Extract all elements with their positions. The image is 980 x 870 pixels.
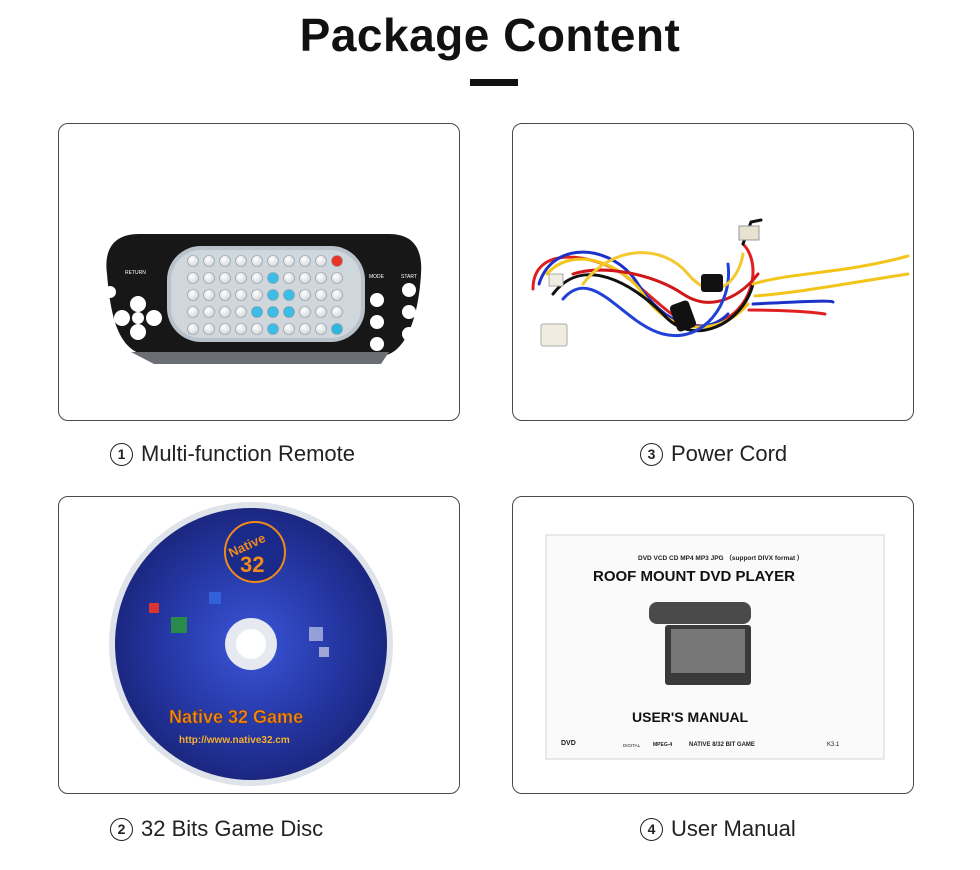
keypad-key: [299, 289, 311, 301]
caption-label: Power Cord: [671, 441, 788, 466]
keypad-key: [203, 255, 215, 267]
manual-image-card: DVD VCD CD MP4 MP3 JPG （support DIVX for…: [512, 496, 914, 794]
keypad-key: [251, 255, 263, 267]
manual-formats: DVD VCD CD MP4 MP3 JPG （support DIVX for…: [638, 554, 803, 562]
keypad-key: [315, 255, 327, 267]
keypad-key: [331, 255, 343, 267]
keypad-key: [331, 306, 343, 318]
keypad-key: [203, 289, 215, 301]
keypad-key: [315, 289, 327, 301]
disc-image-card: Native 32 Native 32 Game http://www.nati…: [58, 496, 460, 794]
keypad-key: [283, 272, 295, 284]
keypad-key: [283, 289, 295, 301]
dpad-left: [114, 310, 130, 326]
keypad-key: [219, 306, 231, 318]
keypad-key: [267, 306, 279, 318]
keypad-key: [315, 323, 327, 335]
manual-model: K3.1: [827, 742, 840, 748]
keypad-key: [187, 272, 199, 284]
keypad-key: [267, 255, 279, 267]
footer-game: NATIVE 8/32 BIT GAME: [689, 742, 755, 748]
keypad-key: [299, 306, 311, 318]
remote-image-card: RETURN MODE START: [58, 123, 460, 421]
disc-illustration: Native 32 Native 32 Game http://www.nati…: [109, 502, 393, 786]
page-title: Package Content: [299, 9, 681, 61]
keypad-key: [187, 289, 199, 301]
keypad-key: [331, 323, 343, 335]
power-cord-illustration: [531, 218, 910, 347]
keypad-key: [283, 306, 295, 318]
keypad-key: [203, 272, 215, 284]
keypad-key: [187, 255, 199, 267]
disc-title: Native 32 Game: [169, 707, 303, 727]
keypad-key: [219, 323, 231, 335]
caption-number: 1: [110, 442, 133, 466]
keypad-key: [219, 289, 231, 301]
keypad-key: [267, 289, 279, 301]
keypad-key: [203, 323, 215, 335]
keypad-key: [251, 306, 263, 318]
keypad-key: [219, 255, 231, 267]
manual-subheading: USER'S MANUAL: [632, 709, 749, 725]
disc-url: http://www.native32.cm: [179, 735, 290, 746]
caption-label: 32 Bits Game Disc: [141, 816, 324, 841]
keypad-key: [235, 272, 247, 284]
manual-heading: ROOF MOUNT DVD PLAYER: [593, 568, 795, 585]
keypad-key: [283, 255, 295, 267]
keypad-key: [235, 323, 247, 335]
caption-label: Multi-function Remote: [141, 441, 355, 466]
keypad-key: [219, 272, 231, 284]
keypad-key: [235, 255, 247, 267]
mode-label: MODE: [369, 274, 385, 280]
remote-illustration: RETURN MODE START: [104, 234, 431, 364]
title-underline: [470, 79, 518, 86]
keypad-key: [299, 323, 311, 335]
dpad-down: [130, 324, 146, 340]
keypad-key: [203, 306, 215, 318]
caption-number: 4: [640, 817, 663, 841]
caption-remote: 1 Multi-function Remote: [110, 441, 355, 467]
keypad-key: [283, 323, 295, 335]
footer-logo-digital: DIGITAL: [623, 743, 641, 748]
keypad-key: [251, 272, 263, 284]
keypad-key: [187, 306, 199, 318]
return-label: RETURN: [125, 270, 146, 276]
keypad-key: [331, 289, 343, 301]
caption-number: 2: [110, 817, 133, 841]
keypad-key: [251, 289, 263, 301]
keypad-key: [331, 272, 343, 284]
caption-disc: 2 32 Bits Game Disc: [110, 816, 323, 842]
start-label: START: [401, 274, 417, 280]
dpad-up: [130, 296, 146, 312]
caption-label: User Manual: [671, 816, 796, 841]
keypad-key: [267, 323, 279, 335]
dpad-right: [146, 310, 162, 326]
keypad-key: [315, 272, 327, 284]
caption-power-cord: 3 Power Cord: [640, 441, 787, 467]
keypad-key: [299, 272, 311, 284]
keypad-key: [251, 323, 263, 335]
footer-logo-dvd: DVD: [561, 740, 576, 747]
footer-logo-mpeg4: MPEG-4: [653, 742, 672, 748]
keypad-key: [235, 306, 247, 318]
keypad-key: [235, 289, 247, 301]
caption-manual: 4 User Manual: [640, 816, 796, 842]
caption-number: 3: [640, 442, 663, 466]
keypad-key: [299, 255, 311, 267]
power-cord-image-card: [512, 123, 914, 421]
manual-illustration: DVD VCD CD MP4 MP3 JPG （support DIVX for…: [545, 534, 885, 760]
keypad-key: [267, 272, 279, 284]
keypad-key: [187, 323, 199, 335]
disc-logo-number: 32: [240, 552, 264, 577]
keypad-key: [315, 306, 327, 318]
